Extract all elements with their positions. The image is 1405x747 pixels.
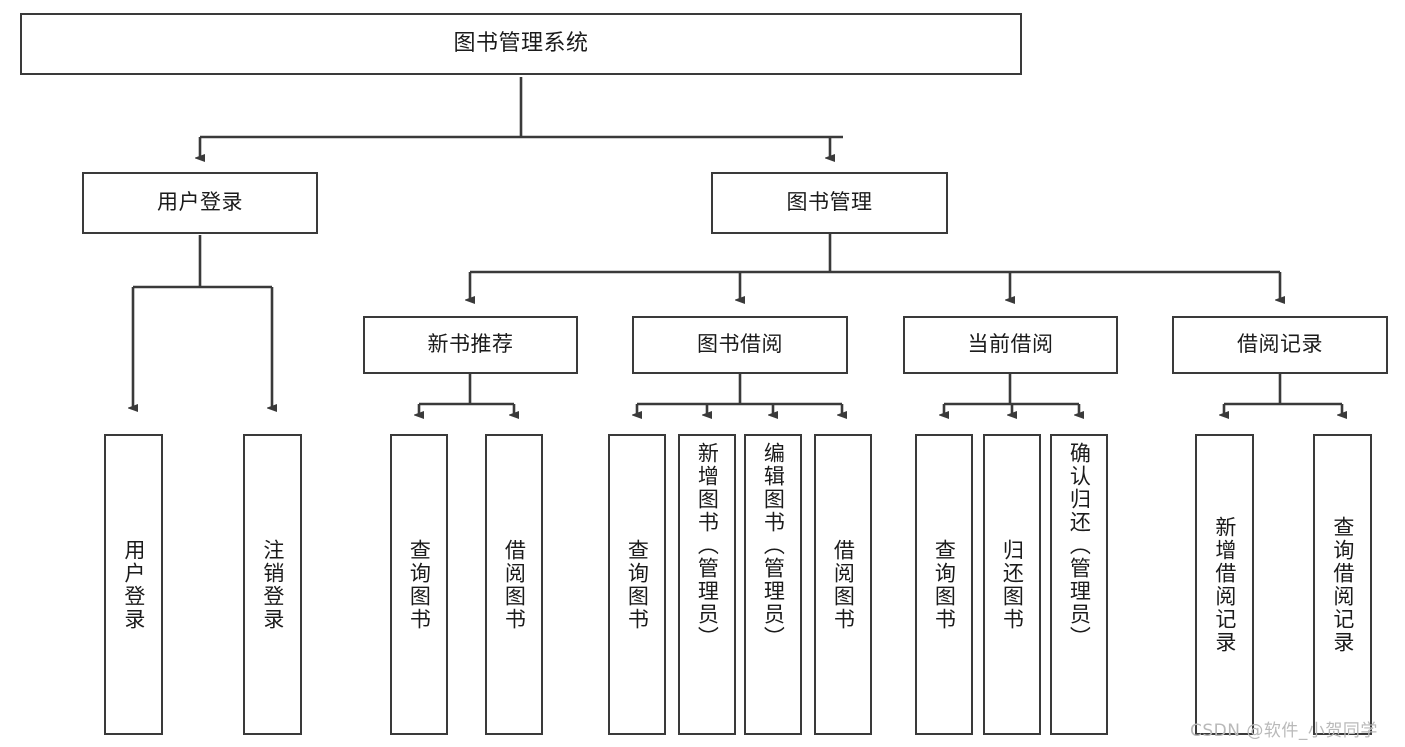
node-label: 用户登录 [121,538,146,631]
node-leaf-edit-book[interactable]: 编辑图书（管理员） [744,434,802,735]
node-leaf-query-book-current[interactable]: 查询图书 [915,434,973,735]
node-book-borrow[interactable]: 图书借阅 [632,316,848,374]
node-label: 查询图书 [932,538,957,631]
node-label: 图书借阅 [697,332,783,357]
node-user-login[interactable]: 用户登录 [82,172,318,234]
node-leaf-query-book-borrow[interactable]: 查询图书 [608,434,666,735]
node-leaf-query-borrow-record[interactable]: 查询借阅记录 [1313,434,1372,735]
node-leaf-query-book-recommend[interactable]: 查询图书 [390,434,448,735]
node-root-library-system[interactable]: 图书管理系统 [20,13,1022,75]
node-label: 借阅图书 [502,538,527,631]
node-label: 新增图书（管理员） [695,442,720,649]
node-leaf-add-book[interactable]: 新增图书（管理员） [678,434,736,735]
node-label: 查询图书 [407,538,432,631]
node-label: 归还图书 [1000,538,1025,631]
node-leaf-borrow-book[interactable]: 借阅图书 [814,434,872,735]
node-label: 新增借阅记录 [1212,515,1237,654]
node-current-borrow[interactable]: 当前借阅 [903,316,1118,374]
node-leaf-return-book[interactable]: 归还图书 [983,434,1041,735]
node-leaf-user-login[interactable]: 用户登录 [104,434,163,735]
node-label: 确认归还（管理员） [1067,442,1092,649]
csdn-watermark: CSDN @软件_小贺同学 [1190,721,1378,741]
node-label: 借阅图书 [831,538,856,631]
node-label: 借阅记录 [1237,332,1323,357]
node-label: 用户登录 [157,190,243,215]
node-label: 新书推荐 [427,332,514,357]
node-leaf-add-borrow-record[interactable]: 新增借阅记录 [1195,434,1254,735]
node-borrow-record[interactable]: 借阅记录 [1172,316,1388,374]
node-leaf-confirm-return[interactable]: 确认归还（管理员） [1050,434,1108,735]
node-leaf-logout[interactable]: 注销登录 [243,434,302,735]
node-label: 查询图书 [625,538,650,631]
node-leaf-borrow-book-recommend[interactable]: 借阅图书 [485,434,543,735]
node-label: 注销登录 [260,538,285,631]
node-label: 查询借阅记录 [1330,515,1355,654]
node-book-management[interactable]: 图书管理 [711,172,948,234]
node-label: 当前借阅 [967,332,1054,357]
node-new-book-recommend[interactable]: 新书推荐 [363,316,578,374]
node-label: 图书管理系统 [453,30,589,56]
node-label: 图书管理 [786,190,873,215]
node-label: 编辑图书（管理员） [761,442,786,649]
